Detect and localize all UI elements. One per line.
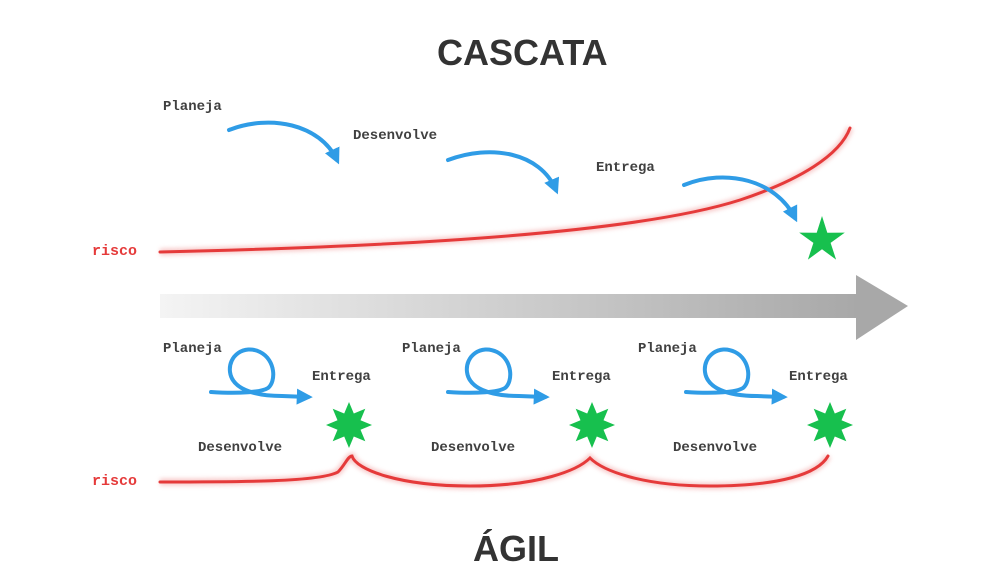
agile-risk-curve — [158, 454, 830, 488]
agile-title: ÁGIL — [473, 528, 559, 569]
agile-iteration-2-plan: Planeja — [402, 341, 461, 357]
waterfall-step-develop: Desenvolve — [353, 128, 438, 144]
agile-iteration-3-develop: Desenvolve — [673, 440, 758, 456]
agile-iteration-1-deliver: Entrega — [312, 369, 371, 385]
agile-risk-label: risco — [92, 473, 138, 490]
agile-iteration-1-develop: Desenvolve — [198, 440, 283, 456]
agile-loop-arrow-3 — [684, 347, 788, 405]
waterfall-delivery-star — [799, 216, 845, 260]
waterfall-risk-label: risco — [92, 243, 138, 260]
agile-iteration-2-develop: Desenvolve — [431, 440, 516, 456]
agile-delivery-star-3 — [807, 402, 853, 448]
agile-iteration-3-deliver: Entrega — [789, 369, 848, 385]
waterfall-arrow-deliver-to-star — [682, 175, 798, 223]
timeline-arrow — [160, 275, 908, 340]
waterfall-arrow-develop-to-deliver — [446, 150, 560, 195]
agile-delivery-star-2 — [569, 402, 615, 448]
agile-loop-arrow-1 — [209, 347, 313, 405]
agile-iteration-3-plan: Planeja — [638, 341, 697, 357]
agile-delivery-star-1 — [326, 402, 372, 448]
agile-loop-arrow-2 — [446, 347, 550, 405]
agile-iteration-2-deliver: Entrega — [552, 369, 611, 385]
waterfall-risk-curve — [158, 126, 852, 254]
waterfall-step-plan: Planeja — [163, 99, 222, 115]
waterfall-title: CASCATA — [437, 32, 608, 73]
waterfall-step-deliver: Entrega — [596, 160, 655, 176]
waterfall-risk-curve-shadow — [159, 126, 854, 256]
waterfall-arrow-plan-to-develop — [227, 120, 340, 165]
agile-iteration-1-plan: Planeja — [163, 341, 222, 357]
